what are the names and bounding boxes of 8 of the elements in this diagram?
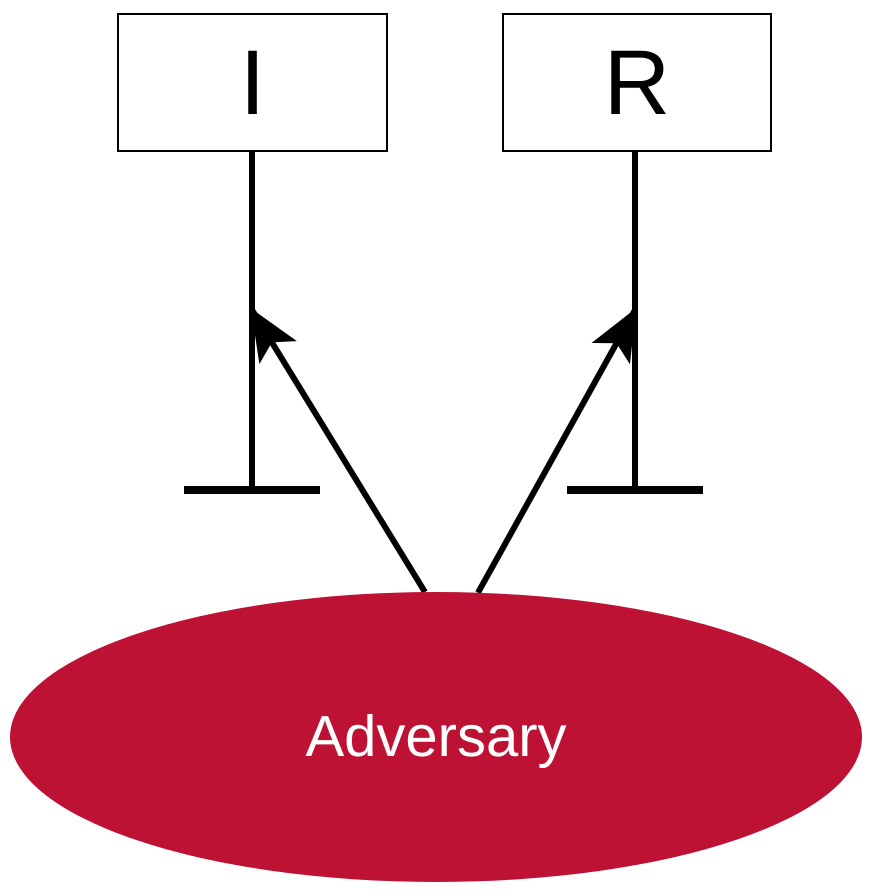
ellipse-node <box>10 592 862 882</box>
blocked-line <box>184 152 320 494</box>
node-label: R <box>604 36 670 128</box>
process-box <box>502 13 772 152</box>
node-label: I <box>240 36 266 128</box>
process-box <box>117 13 388 152</box>
blocked-line <box>567 152 703 494</box>
node-label: Adversary <box>305 708 567 766</box>
